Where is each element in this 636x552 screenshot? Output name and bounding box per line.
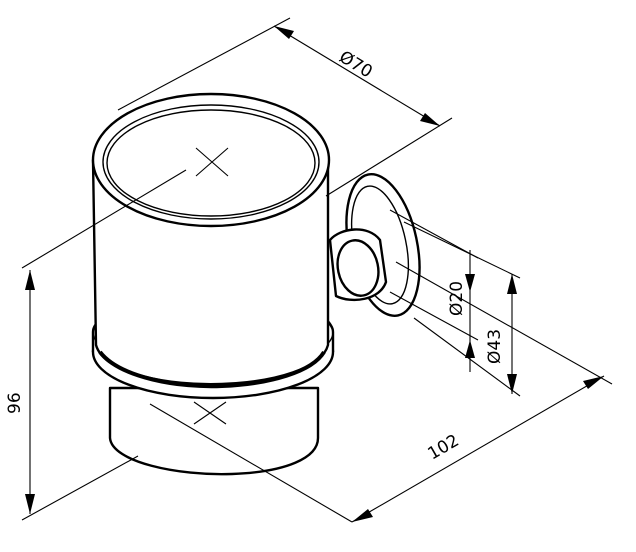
dimension-flange-diameter: Ø43 — [403, 221, 521, 397]
label-cup-diameter: Ø70 — [335, 47, 375, 82]
cup-rim-inner-2 — [106, 109, 316, 217]
glass-cup — [91, 92, 331, 389]
ext-line-depth-front — [149, 403, 353, 523]
bottom-center-cross — [193, 401, 227, 425]
dimension-height: 96 — [5, 270, 139, 521]
arrow-height-bottom — [25, 494, 35, 514]
arrow-cup-b — [420, 113, 440, 126]
ext-line-height-bottom — [21, 455, 139, 521]
center-marks — [193, 147, 229, 425]
arrow-depth-b — [583, 376, 604, 389]
dimension-depth: 102 — [149, 261, 613, 523]
ext-line-neck-top — [389, 209, 479, 259]
base-cylinder — [108, 386, 320, 476]
arrow-neck-bottom — [465, 340, 475, 358]
dim-line-depth — [351, 375, 605, 523]
arrow-depth-a — [352, 509, 373, 522]
dim-line-cup — [273, 25, 441, 127]
arrow-neck-top — [465, 274, 475, 292]
ext-line-cup-right — [325, 117, 453, 197]
dimension-neck-diameter: Ø20 — [389, 209, 479, 372]
wall-mount — [328, 173, 421, 317]
label-flange-diameter: Ø43 — [485, 329, 505, 364]
ext-line-cup-left — [21, 169, 187, 269]
label-depth: 102 — [425, 431, 463, 465]
arrow-cup-a — [274, 26, 294, 39]
cup-rim-inner — [102, 104, 320, 220]
ext-line-flange-top — [403, 221, 521, 279]
mount-neck-end — [336, 239, 380, 297]
ext-line-flange-bottom — [413, 317, 521, 397]
ext-line-neck-bottom — [389, 291, 479, 341]
ext-line-cup-left-top — [117, 17, 291, 111]
arrow-flange-bottom — [507, 374, 517, 394]
cup-bottom-edge — [98, 350, 326, 389]
label-neck-diameter: Ø20 — [447, 281, 467, 316]
top-center-cross — [195, 147, 229, 177]
label-height: 96 — [5, 392, 25, 414]
ext-line-depth-back — [395, 261, 613, 385]
arrow-flange-top — [507, 274, 517, 294]
cup-rim-outer — [91, 92, 331, 228]
arrow-height-top — [25, 270, 35, 290]
